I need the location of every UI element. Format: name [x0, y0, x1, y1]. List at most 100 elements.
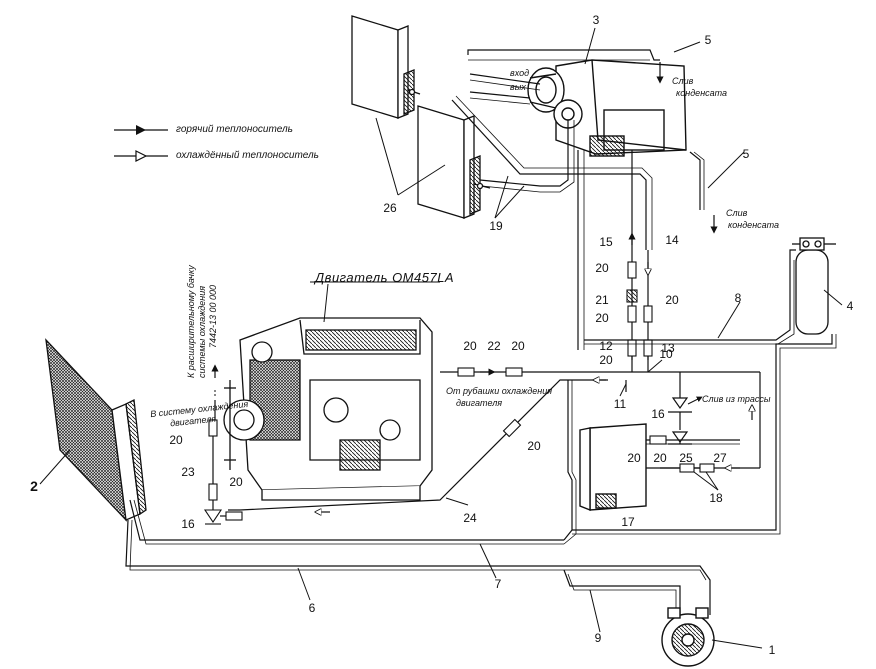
leader-10: [647, 359, 663, 373]
leader-1: [711, 639, 763, 649]
part-number-14: 14: [665, 233, 679, 247]
lines-6-7: [125, 380, 711, 615]
part-number-12: 12: [599, 339, 613, 353]
leader-6: [297, 567, 311, 601]
note-to-tank-2: системы охлаждения: [197, 285, 207, 378]
leader-11: [619, 383, 627, 397]
part-number-9: 9: [594, 631, 602, 645]
part-number-13: 13: [661, 341, 675, 355]
part-number-16-left: 16: [181, 517, 195, 531]
part-number-20-e: 20: [463, 339, 477, 353]
part-number-7: 7: [494, 577, 502, 591]
engine-block: [223, 317, 433, 501]
legend-cooled-label: охлаждённый теплоноситель: [176, 150, 319, 161]
fittings-left: [203, 419, 243, 525]
part-number-21: 21: [595, 293, 609, 307]
part-number-1: 1: [768, 643, 776, 657]
note-drain-upper-1: Слив: [672, 76, 694, 86]
legend-hot-label: горячий теплоноситель: [176, 124, 293, 135]
receiver-drier: [792, 237, 836, 335]
part-number-20-h: 20: [169, 433, 183, 447]
part-number-4: 4: [846, 299, 854, 313]
leader-19b: [494, 185, 525, 219]
note-drain-line: Слив из трассы: [702, 394, 771, 404]
evaporator-unit: [527, 59, 687, 157]
leader-24: [445, 497, 469, 506]
part-number-20-i: 20: [229, 475, 243, 489]
note-inlet: вход: [510, 68, 530, 78]
note-outlet: вых: [510, 82, 526, 92]
drain-arrow-line: [687, 396, 703, 405]
part-number-25: 25: [679, 451, 693, 465]
note-to-tank-3: 7442-13 00 000: [208, 284, 218, 348]
leader-5b: [707, 151, 745, 189]
part-number-8: 8: [734, 291, 742, 305]
note-from-jacket-2: двигателя: [456, 398, 503, 408]
leader-26a: [375, 117, 399, 196]
leader-3: [584, 27, 596, 65]
leader-5a: [673, 41, 701, 53]
part-number-16-right: 16: [651, 407, 665, 421]
part-number-11: 11: [613, 397, 627, 411]
line-receiver-down: [572, 334, 837, 535]
leader-4: [823, 289, 843, 306]
part-number-26: 26: [383, 201, 397, 215]
part-number-27: 27: [713, 451, 727, 465]
legend-cooled-arrow: [114, 150, 168, 162]
fittings-hot-line: [457, 367, 523, 377]
part-number-20-k: 20: [627, 451, 641, 465]
part-number-20-j: 20: [653, 451, 667, 465]
part-number-20-d: 20: [599, 353, 613, 367]
part-number-3: 3: [592, 13, 600, 27]
part-number-18: 18: [709, 491, 723, 505]
part-number-19: 19: [489, 219, 503, 233]
junction-lines: [625, 356, 681, 444]
heater-radiators: [351, 15, 491, 219]
vertical-coolant-lines: [577, 150, 649, 360]
leader-8: [717, 301, 741, 339]
leader-18b: [705, 471, 719, 491]
part-number-2: 2: [30, 478, 38, 494]
part-number-6: 6: [308, 601, 316, 615]
part-number-5-lower: 5: [742, 147, 750, 161]
part-number-15: 15: [599, 235, 613, 249]
engine-title: Двигатель OM457LA: [315, 270, 455, 285]
line-9: [563, 569, 681, 615]
part-number-5-upper: 5: [704, 33, 712, 47]
part-number-17: 17: [621, 515, 635, 529]
condensate-drain-tubes: [467, 49, 705, 210]
note-drain-upper-2: конденсата: [676, 88, 728, 98]
part-number-20-g: 20: [527, 439, 541, 453]
drain-valve-right: [668, 397, 692, 445]
part-number-24: 24: [463, 511, 477, 525]
legend-hot-arrow: [114, 125, 168, 135]
fittings-18: [649, 435, 715, 473]
part-number-20-f: 20: [511, 339, 525, 353]
part-number-23: 23: [181, 465, 195, 479]
part-number-20-c: 20: [665, 293, 679, 307]
part-number-20-a: 20: [595, 261, 609, 275]
return-line-24: [228, 379, 608, 511]
note-drain-lower-2: конденсата: [728, 220, 780, 230]
condenser: [45, 338, 147, 522]
part-number-22: 22: [487, 339, 501, 353]
note-from-jacket-1: От рубашки охлаждения: [446, 386, 553, 396]
leader-18a: [693, 471, 719, 491]
note-to-tank-1: К расширительному бачку: [186, 265, 196, 378]
part-number-20-b: 20: [595, 311, 609, 325]
note-drain-lower-1: Слив: [726, 208, 748, 218]
leader-7: [479, 543, 497, 579]
line-8: [584, 249, 796, 345]
compressor: [661, 607, 715, 667]
fitting-return: [502, 418, 522, 438]
leader-26b: [397, 164, 446, 196]
leader-engine: [323, 283, 329, 323]
leader-2: [39, 449, 71, 485]
auxiliary-heater-17: [579, 423, 647, 512]
part-number-10: 10: [659, 347, 673, 361]
fittings-vertical: [626, 261, 653, 357]
leader-19a: [494, 175, 509, 219]
leader-9: [589, 589, 601, 633]
